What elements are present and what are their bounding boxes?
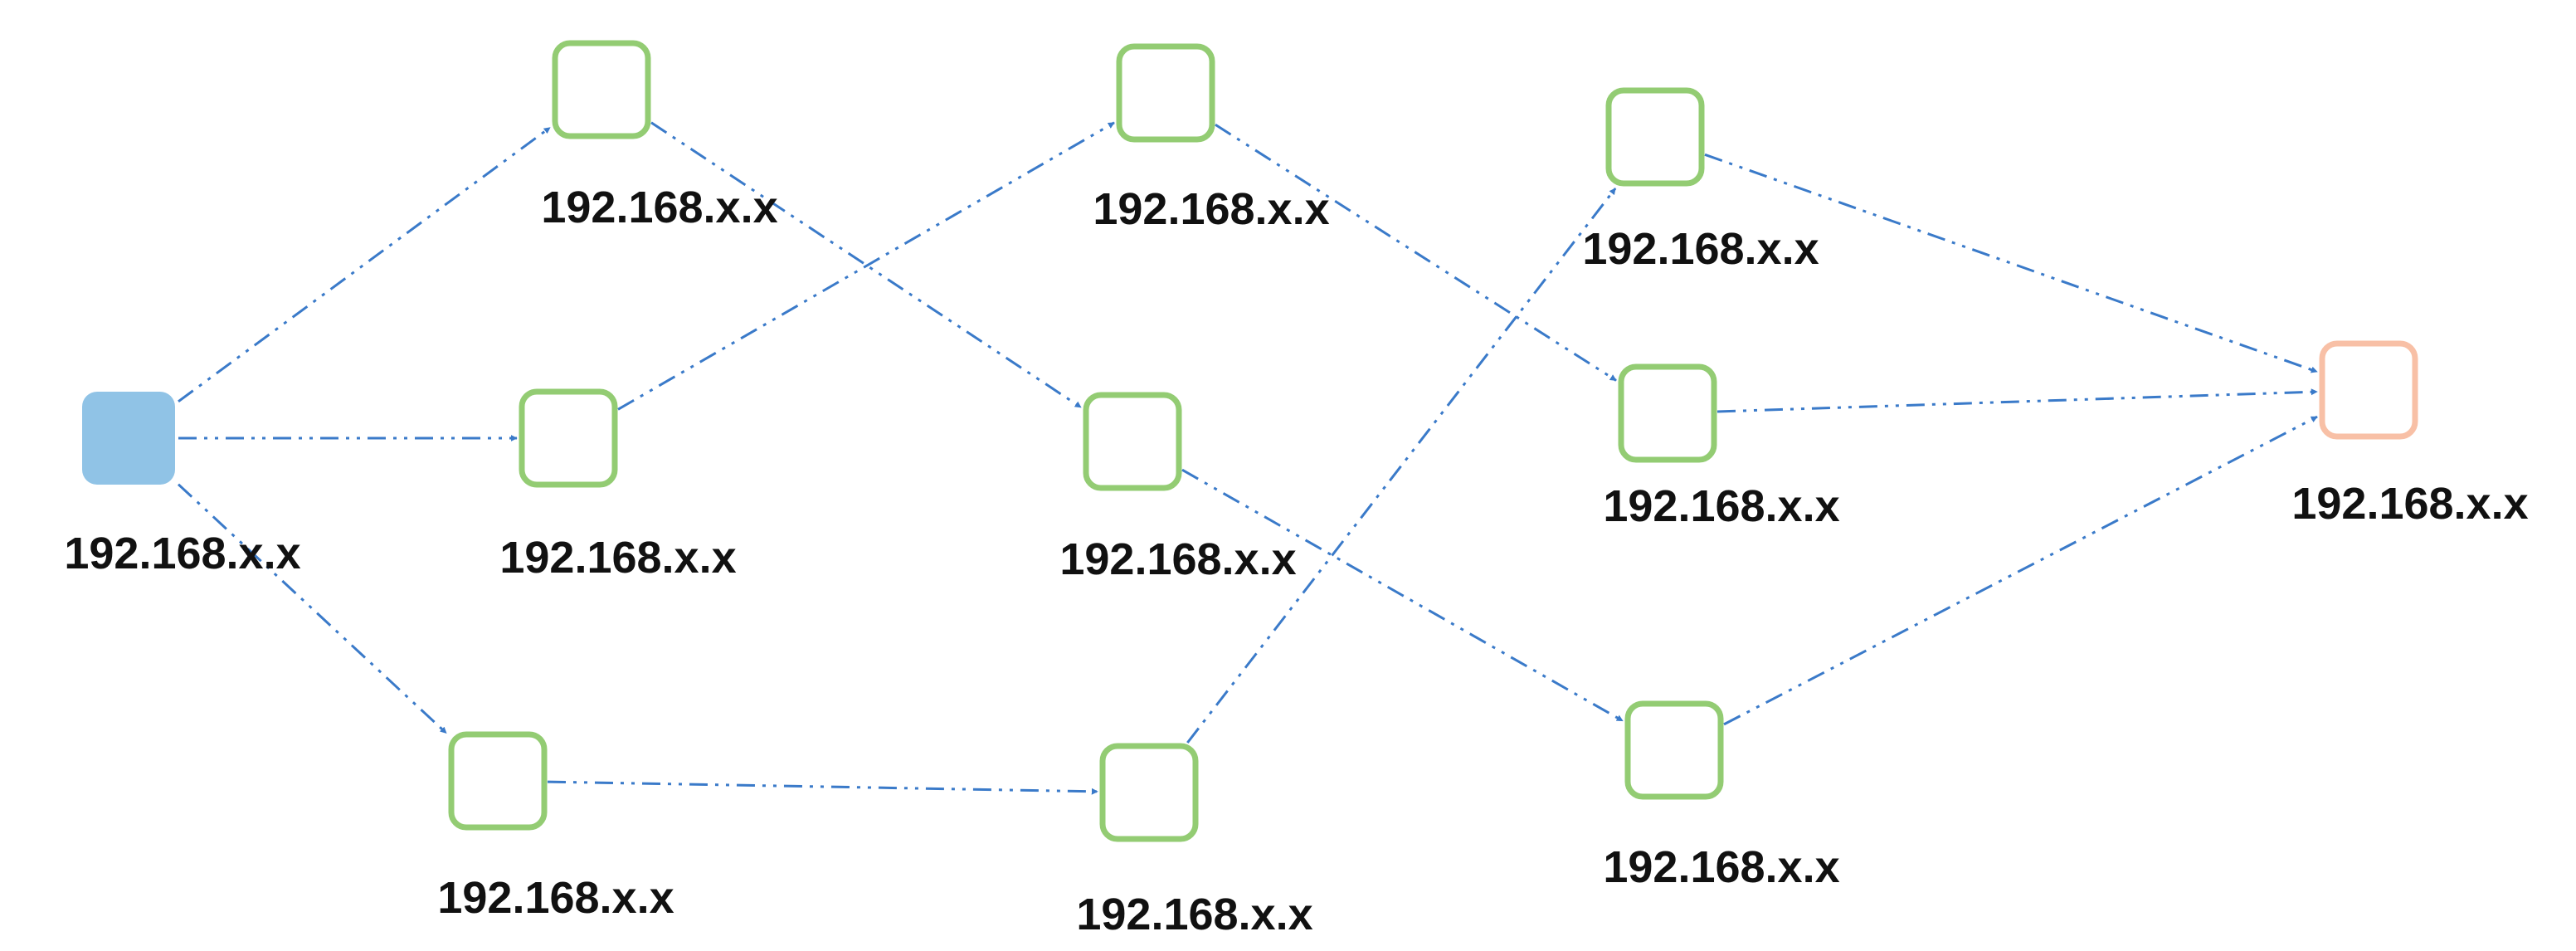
node-ip-label: 192.168.x.x — [541, 183, 777, 232]
host-box — [1624, 700, 1724, 800]
host-box — [552, 40, 651, 139]
node-host[interactable]: 192.168.x.x — [1603, 363, 1840, 531]
edge-n0-n3 — [177, 483, 448, 734]
node-ip-label: 192.168.x.x — [1059, 534, 1296, 584]
edge-n5-n9 — [1181, 468, 1624, 722]
node-target[interactable]: 192.168.x.x — [2291, 340, 2529, 529]
source-box — [82, 392, 175, 485]
node-host[interactable]: 192.168.x.x — [1093, 43, 1330, 234]
edge-n2-n4 — [617, 121, 1115, 411]
edge-n0-n1 — [178, 126, 551, 402]
node-ip-label: 192.168.x.x — [1582, 224, 1819, 274]
node-source[interactable]: 192.168.x.x — [64, 392, 301, 578]
node-host[interactable]: 192.168.x.x — [541, 40, 778, 232]
node-ip-label: 192.168.x.x — [64, 529, 300, 578]
host-box — [1618, 363, 1717, 463]
target-box — [2319, 340, 2418, 440]
host-box — [1116, 43, 1215, 143]
edge-n6-n7 — [1186, 188, 1617, 744]
node-host[interactable]: 192.168.x.x — [1076, 743, 1313, 939]
node-ip-label: 192.168.x.x — [437, 873, 674, 923]
host-box — [1083, 392, 1182, 491]
node-host[interactable]: 192.168.x.x — [1603, 700, 1840, 892]
host-box — [1605, 87, 1705, 187]
edge-n4-n8 — [1215, 124, 1617, 382]
edges-layer — [177, 121, 2318, 795]
edge-n3-n6 — [547, 780, 1098, 795]
edge-n9-n10 — [1723, 415, 2318, 726]
nodes-layer: 192.168.x.x 192.168.x.x 192.168.x.x 192.168… — [64, 40, 2529, 939]
node-ip-label: 192.168.x.x — [2291, 479, 2528, 529]
node-host[interactable]: 192.168.x.x — [1059, 392, 1297, 584]
node-ip-label: 192.168.x.x — [499, 533, 736, 583]
edge-n8-n10 — [1717, 388, 2318, 413]
node-host[interactable]: 192.168.x.x — [437, 731, 674, 923]
host-box — [448, 731, 548, 831]
host-box — [1099, 743, 1199, 842]
edge-n1-n5 — [650, 121, 1082, 409]
node-ip-label: 192.168.x.x — [1603, 842, 1839, 892]
host-box — [519, 388, 618, 488]
node-host[interactable]: 192.168.x.x — [499, 388, 737, 583]
node-host[interactable]: 192.168.x.x — [1582, 87, 1819, 274]
node-ip-label: 192.168.x.x — [1093, 184, 1329, 234]
edge-n7-n10 — [1704, 153, 2318, 373]
node-ip-label: 192.168.x.x — [1076, 890, 1312, 939]
node-ip-label: 192.168.x.x — [1603, 481, 1839, 531]
